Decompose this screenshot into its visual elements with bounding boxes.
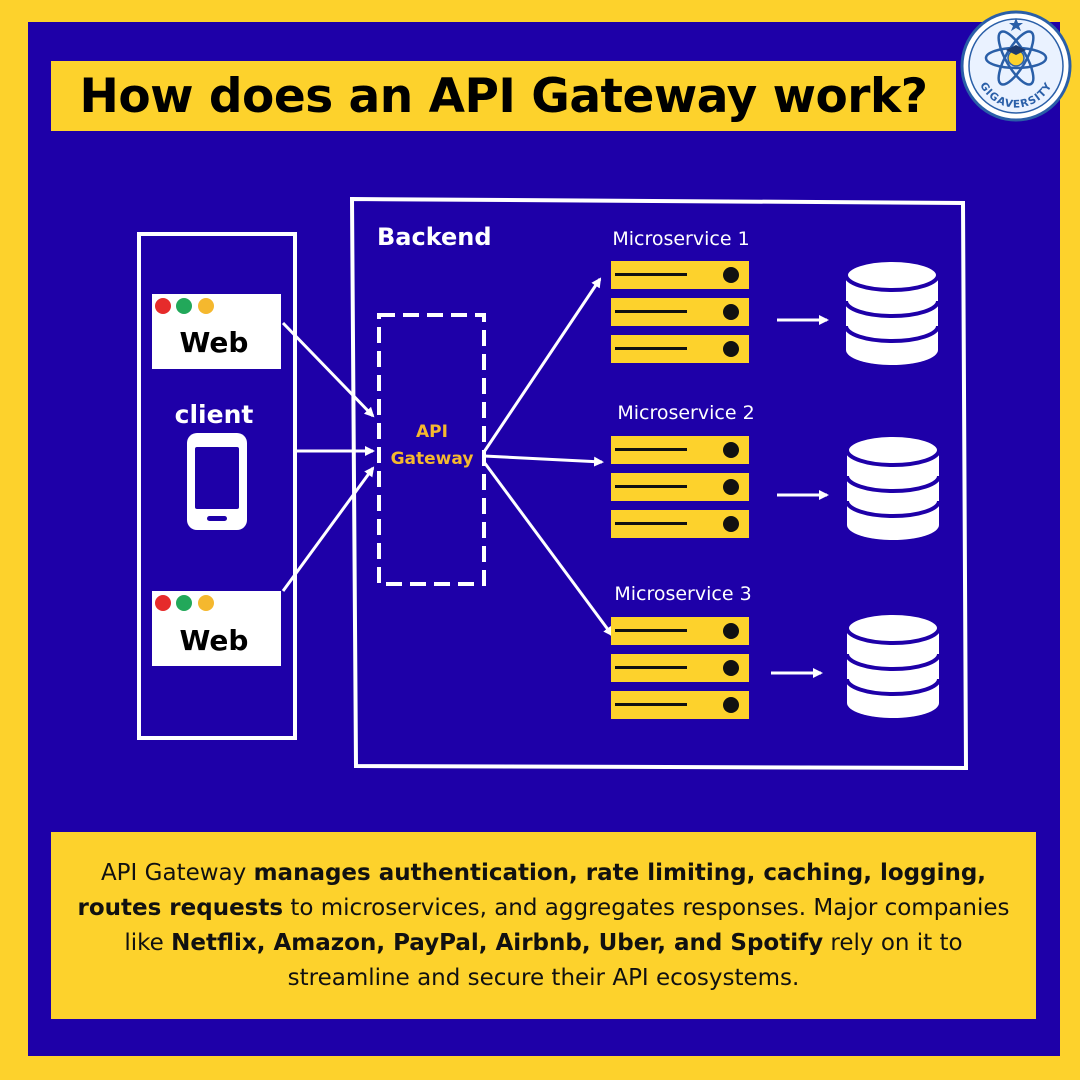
microservice-2-label: Microservice 2 <box>617 402 754 424</box>
web-browser-bottom: Web <box>152 591 281 666</box>
arrow-web-bottom-to-gateway <box>281 466 375 592</box>
server-slot-line <box>615 310 687 313</box>
server-slot-line <box>615 522 687 525</box>
arrow-web-top-to-gateway <box>281 321 375 418</box>
browser-minimize-dot <box>198 298 214 314</box>
server-led <box>723 304 739 320</box>
web-label-top: Web <box>180 326 249 359</box>
server-slot-line <box>615 273 687 276</box>
server-led <box>723 267 739 283</box>
description-text: API Gateway manages authentication, rate… <box>65 856 1022 996</box>
description-bold-features: manages authentication, rate limiting, c… <box>77 859 987 921</box>
server-led <box>723 442 739 458</box>
server-rack-icon <box>611 617 749 719</box>
browser-maximize-dot <box>176 298 192 314</box>
client-label: client <box>175 400 254 429</box>
arrow-gateway-to-microservice-1 <box>482 277 602 453</box>
browser-close-dot <box>155 298 171 314</box>
browser-maximize-dot <box>176 595 192 611</box>
api-gateway-label-line2: Gateway <box>391 449 474 469</box>
title-banner: How does an API Gateway work? <box>51 61 956 131</box>
api-gateway-label-line1: API <box>416 422 448 442</box>
api-gateway: API Gateway <box>377 313 486 586</box>
arrow-gateway-to-microservice-2 <box>483 454 604 467</box>
backend-group: Backend API Gateway Microservice 1 Micro… <box>281 196 969 771</box>
database-icon <box>844 258 940 365</box>
server-rack-icon <box>611 436 749 538</box>
server-led <box>723 623 739 639</box>
smartphone-icon <box>187 433 247 530</box>
server-rack-icon <box>611 261 749 363</box>
page-title: How does an API Gateway work? <box>79 68 928 124</box>
gigaversity-logo: GIGAVERSITY <box>960 10 1072 122</box>
client-group: Web client Web <box>137 232 297 740</box>
server-led <box>723 660 739 676</box>
server-led <box>723 516 739 532</box>
api-gateway-box <box>377 313 486 586</box>
database-icon <box>845 611 941 718</box>
backend-label: Backend <box>377 223 492 251</box>
web-browser-top: Web <box>152 294 281 369</box>
server-slot-line <box>615 448 687 451</box>
microservice-databases <box>771 258 941 718</box>
client-container <box>137 232 297 740</box>
microservice-1-label: Microservice 1 <box>612 228 749 250</box>
browser-close-dot <box>155 595 171 611</box>
description-part-3: rely on it to streamline and secure thei… <box>287 929 963 991</box>
microservice-3-label: Microservice 3 <box>614 583 751 605</box>
browser-minimize-dot <box>198 595 214 611</box>
description-box: API Gateway manages authentication, rate… <box>51 832 1036 1019</box>
server-led <box>723 697 739 713</box>
server-slot-line <box>615 347 687 350</box>
description-part-2: to microservices, and aggregates respons… <box>124 894 1010 956</box>
server-led <box>723 479 739 495</box>
microservice-servers <box>611 261 749 719</box>
backend-container <box>349 196 969 771</box>
description-bold-companies: Netflix, Amazon, PayPal, Airbnb, Uber, a… <box>171 929 824 956</box>
web-label-bottom: Web <box>180 624 249 657</box>
database-icon <box>845 433 941 540</box>
description-part-1: API Gateway <box>100 859 254 886</box>
server-slot-line <box>615 666 687 669</box>
server-slot-line <box>615 629 687 632</box>
server-slot-line <box>615 703 687 706</box>
atom-graduate-icon <box>984 18 1048 86</box>
server-slot-line <box>615 485 687 488</box>
server-led <box>723 341 739 357</box>
arrow-gateway-to-microservice-3 <box>482 461 614 637</box>
